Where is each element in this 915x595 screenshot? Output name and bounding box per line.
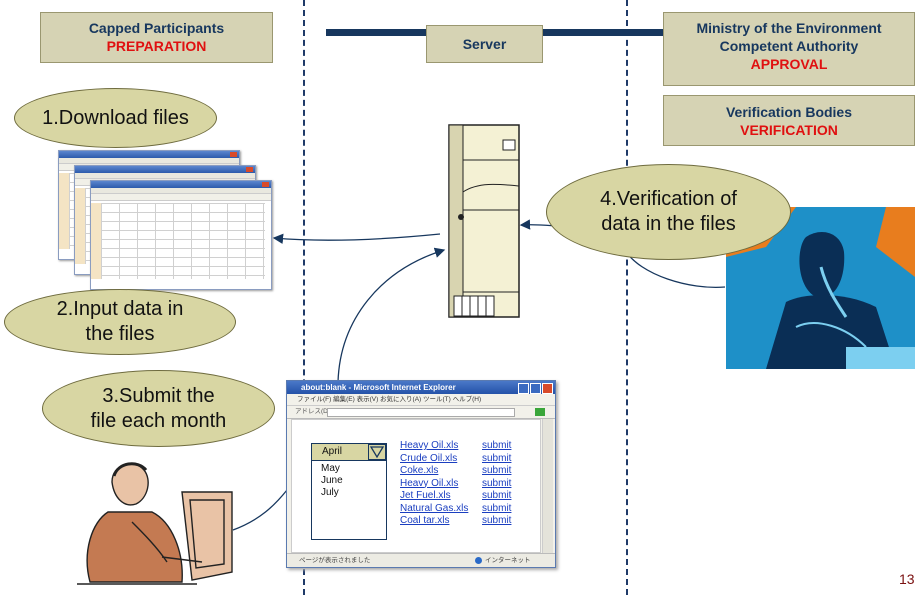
capped-participants-header: Capped Participants PREPARATION [40,12,273,63]
submit-link[interactable]: submit [482,440,512,451]
address-input[interactable] [327,408,515,417]
verification-subtitle: VERIFICATION [740,122,838,138]
submit-link[interactable]: submit [482,515,512,526]
verification-header: Verification Bodies VERIFICATION [663,95,915,146]
globe-icon [475,557,482,564]
browser-titlebar: about:blank - Microsoft Internet Explore… [287,381,555,394]
submit-link[interactable]: submit [482,477,512,489]
month-option[interactable]: June [321,475,343,486]
browser-menubar[interactable]: ファイル(F) 編集(E) 表示(V) お気に入り(A) ツール(T) ヘルプ(… [287,394,555,406]
file-link[interactable]: Heavy Oil.xls [400,440,459,451]
step-3-label: 3.Submit the file each month [90,384,227,432]
step-4-label: 4.Verification of data in the files [600,188,737,235]
step-2-input-bubble: 2.Input data in the files [4,289,236,355]
file-link[interactable]: Crude Oil.xls [400,452,458,464]
address-label: アドレス(D) [295,408,331,415]
ministry-header: Ministry of the Environment Competent Au… [663,12,915,86]
maximize-icon[interactable] [530,383,541,394]
step-2-label: 2.Input data in the files [56,298,184,345]
month-selected[interactable]: April [312,444,386,461]
submit-link[interactable]: submit [482,502,512,514]
submit-link[interactable]: submit [482,465,512,476]
browser-address-bar: アドレス(D) [287,406,555,419]
submit-link[interactable]: submit [482,490,512,501]
ministry-subtitle: APPROVAL [750,56,828,72]
server-header: Server [426,25,543,63]
file-link[interactable]: Natural Gas.xls [400,502,469,514]
browser-title: about:blank - Microsoft Internet Explore… [301,383,456,392]
user-at-computer-illustration [77,462,233,585]
close-icon[interactable] [542,383,553,394]
step-3-submit-bubble: 3.Submit the file each month [42,370,275,447]
status-left: ページが表示されました [299,557,371,564]
capped-title: Capped Participants [88,20,225,36]
server-title: Server [462,36,507,52]
capped-subtitle: PREPARATION [106,38,207,54]
step-1-download-bubble: 1.Download files [14,88,217,148]
go-icon[interactable] [535,408,545,416]
browser-scrollbar[interactable] [542,419,553,553]
minimize-icon[interactable] [518,383,529,394]
arrow-server-to-files [272,233,441,244]
browser-window: about:blank - Microsoft Internet Explore… [286,380,556,568]
month-dropdown[interactable]: April May June July [311,443,387,540]
file-link[interactable]: Coke.xls [400,465,439,476]
status-right: インターネット [485,557,531,564]
step-1-label: 1.Download files [42,106,189,129]
chevron-down-icon[interactable] [368,444,386,460]
arrow-browser-to-server [337,247,446,383]
server-tower-icon [448,124,520,318]
month-option[interactable]: May [321,463,340,474]
month-option[interactable]: July [321,487,339,498]
page-number: 13 [899,571,915,587]
excel-window-front [90,180,272,290]
file-link[interactable]: Jet Fuel.xls [400,490,451,501]
line-user-to-browser [232,489,288,531]
step-4-verification-bubble: 4.Verification of data in the files [546,164,791,260]
lane-divider-right [626,0,628,595]
browser-statusbar: ページが表示されました インターネット [287,553,555,567]
ministry-line2: Competent Authority [719,38,859,54]
ministry-line1: Ministry of the Environment [696,20,882,36]
lane-divider-left [303,0,305,595]
file-link[interactable]: Heavy Oil.xls [400,477,459,489]
month-selected-label: April [322,446,343,457]
submit-link[interactable]: submit [482,452,512,464]
browser-page: April May June July Heavy Oil.xls Crude … [291,419,541,553]
verification-title: Verification Bodies [725,104,853,120]
file-link[interactable]: Coal tar.xls [400,515,450,526]
